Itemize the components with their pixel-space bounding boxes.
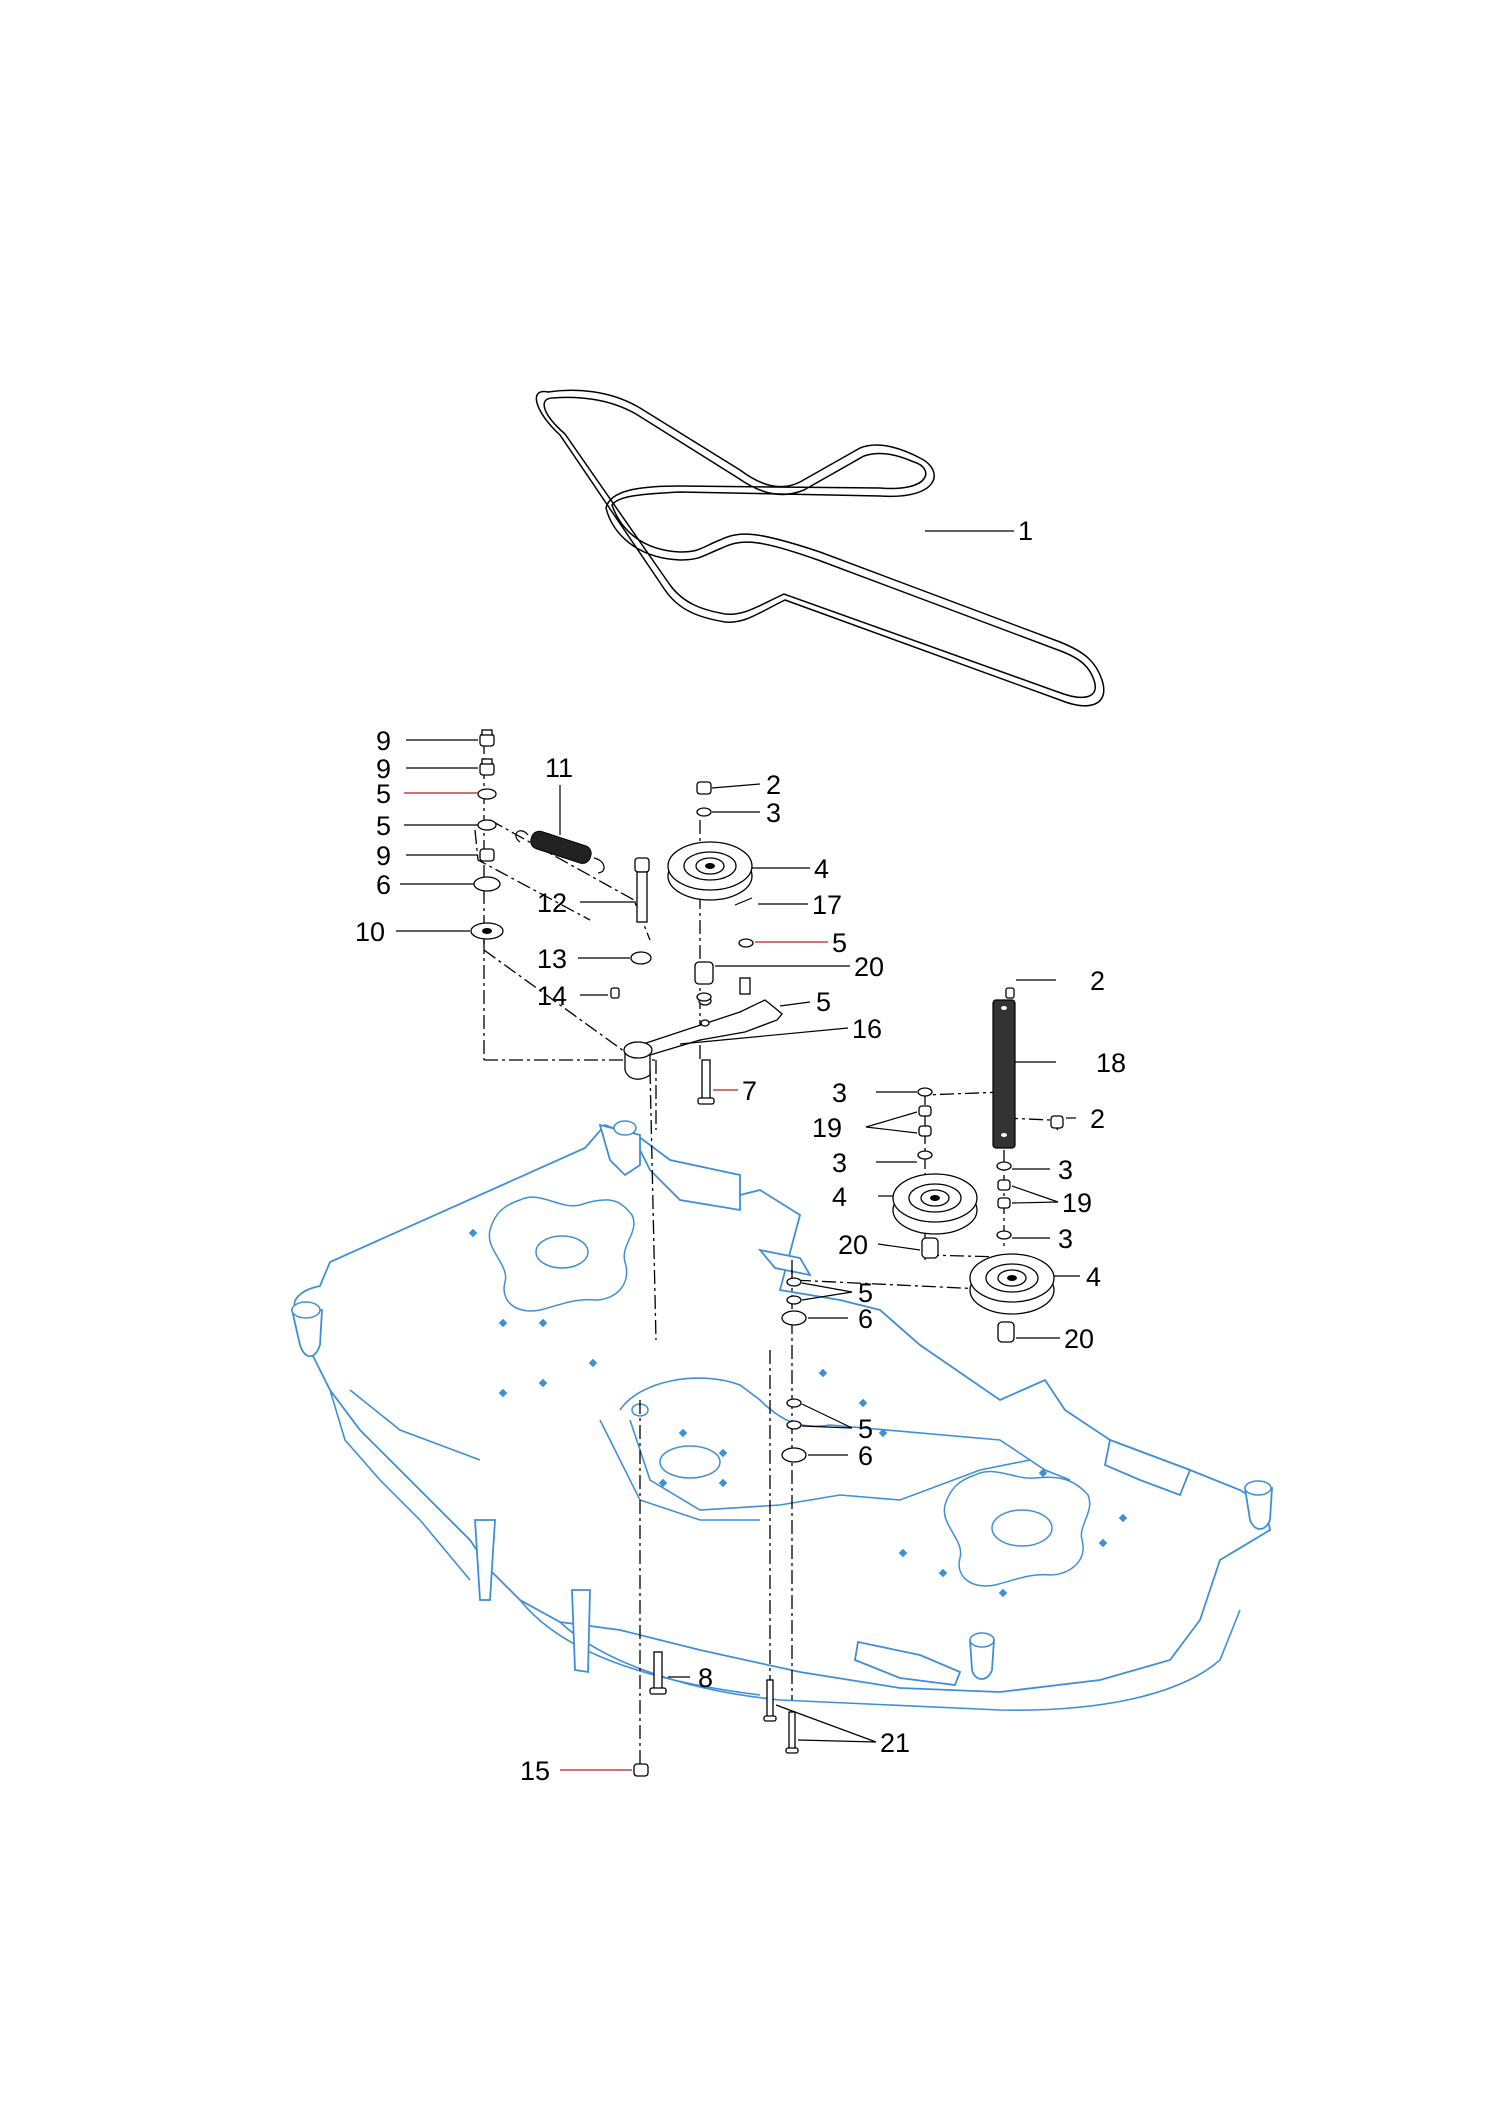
callout-3: 3	[1058, 1224, 1073, 1254]
nut-15	[633, 1763, 649, 1777]
top-center-stack	[667, 781, 754, 1002]
callout-5: 5	[858, 1414, 873, 1444]
washer-5b	[477, 819, 497, 831]
callout-1: 1	[1018, 516, 1033, 546]
right-pulley-stack	[969, 1161, 1055, 1343]
nut-9c	[479, 848, 495, 862]
callout-5: 5	[376, 779, 391, 809]
callout-6: 6	[858, 1304, 873, 1334]
washer-5a	[477, 788, 497, 800]
washer-6a	[473, 876, 501, 892]
callout-7: 7	[742, 1076, 757, 1106]
spacer-top	[694, 961, 714, 985]
callout-3: 3	[832, 1148, 847, 1178]
mower-deck	[290, 1120, 1273, 1711]
callout-3: 3	[1058, 1155, 1073, 1185]
left-stack-parts	[470, 729, 504, 940]
callout-15: 15	[520, 1756, 550, 1786]
callout-13: 13	[537, 944, 567, 974]
callout-5: 5	[832, 928, 847, 958]
washer-13	[630, 951, 652, 965]
callout-5: 5	[858, 1278, 873, 1308]
callout-5: 5	[816, 987, 831, 1017]
callout-17: 17	[812, 890, 842, 920]
callout-20: 20	[838, 1230, 868, 1260]
callout-3: 3	[766, 798, 781, 828]
mid-pulley-stack	[892, 1087, 978, 1259]
bolt-8	[649, 1651, 667, 1695]
callout-18: 18	[1096, 1048, 1126, 1078]
nut-9a	[479, 729, 495, 747]
callout-6: 6	[376, 870, 391, 900]
callout-2: 2	[1090, 966, 1105, 996]
idler-pulley-mid	[892, 1173, 978, 1235]
callout-21: 21	[880, 1728, 910, 1758]
callout-16: 16	[852, 1014, 882, 1044]
callout-19: 19	[1062, 1188, 1092, 1218]
callout-5: 5	[376, 811, 391, 841]
bolts-21	[763, 1679, 799, 1754]
callout-4: 4	[814, 854, 829, 884]
nut-9b	[479, 758, 495, 776]
grease-fitting	[610, 987, 620, 999]
callout-8: 8	[698, 1663, 713, 1693]
callout-11: 11	[545, 753, 573, 783]
callout-2: 2	[1090, 1104, 1105, 1134]
callout-20: 20	[1064, 1324, 1094, 1354]
washer-stack-upper	[781, 1277, 807, 1326]
callout-12: 12	[537, 888, 567, 918]
callout-9: 9	[376, 726, 391, 756]
callout-4: 4	[832, 1182, 847, 1212]
idler-pulley-right	[969, 1253, 1055, 1315]
callout-9: 9	[376, 754, 391, 784]
washer-stack-lower	[781, 1398, 807, 1463]
leader-lines	[396, 530, 1080, 1771]
callout-2: 2	[766, 770, 781, 800]
callout-6: 6	[858, 1441, 873, 1471]
callout-10: 10	[355, 917, 385, 947]
pivot-bolt	[634, 857, 650, 923]
callout-20: 20	[854, 952, 884, 982]
callout-3: 3	[832, 1078, 847, 1108]
drive-belt	[535, 389, 1105, 707]
bolt-7	[697, 1059, 715, 1105]
callout-9: 9	[376, 841, 391, 871]
callout-19: 19	[812, 1113, 842, 1143]
callout-labels: 1 2 3 4 17 5 20 5 16 7 9 9 5 5 9 6 10 11…	[355, 516, 1126, 1786]
callout-4: 4	[1086, 1262, 1101, 1292]
idler-pulley-top	[667, 841, 753, 901]
bracket-18	[992, 987, 1064, 1149]
spring	[515, 830, 605, 874]
callout-14: 14	[537, 981, 567, 1011]
